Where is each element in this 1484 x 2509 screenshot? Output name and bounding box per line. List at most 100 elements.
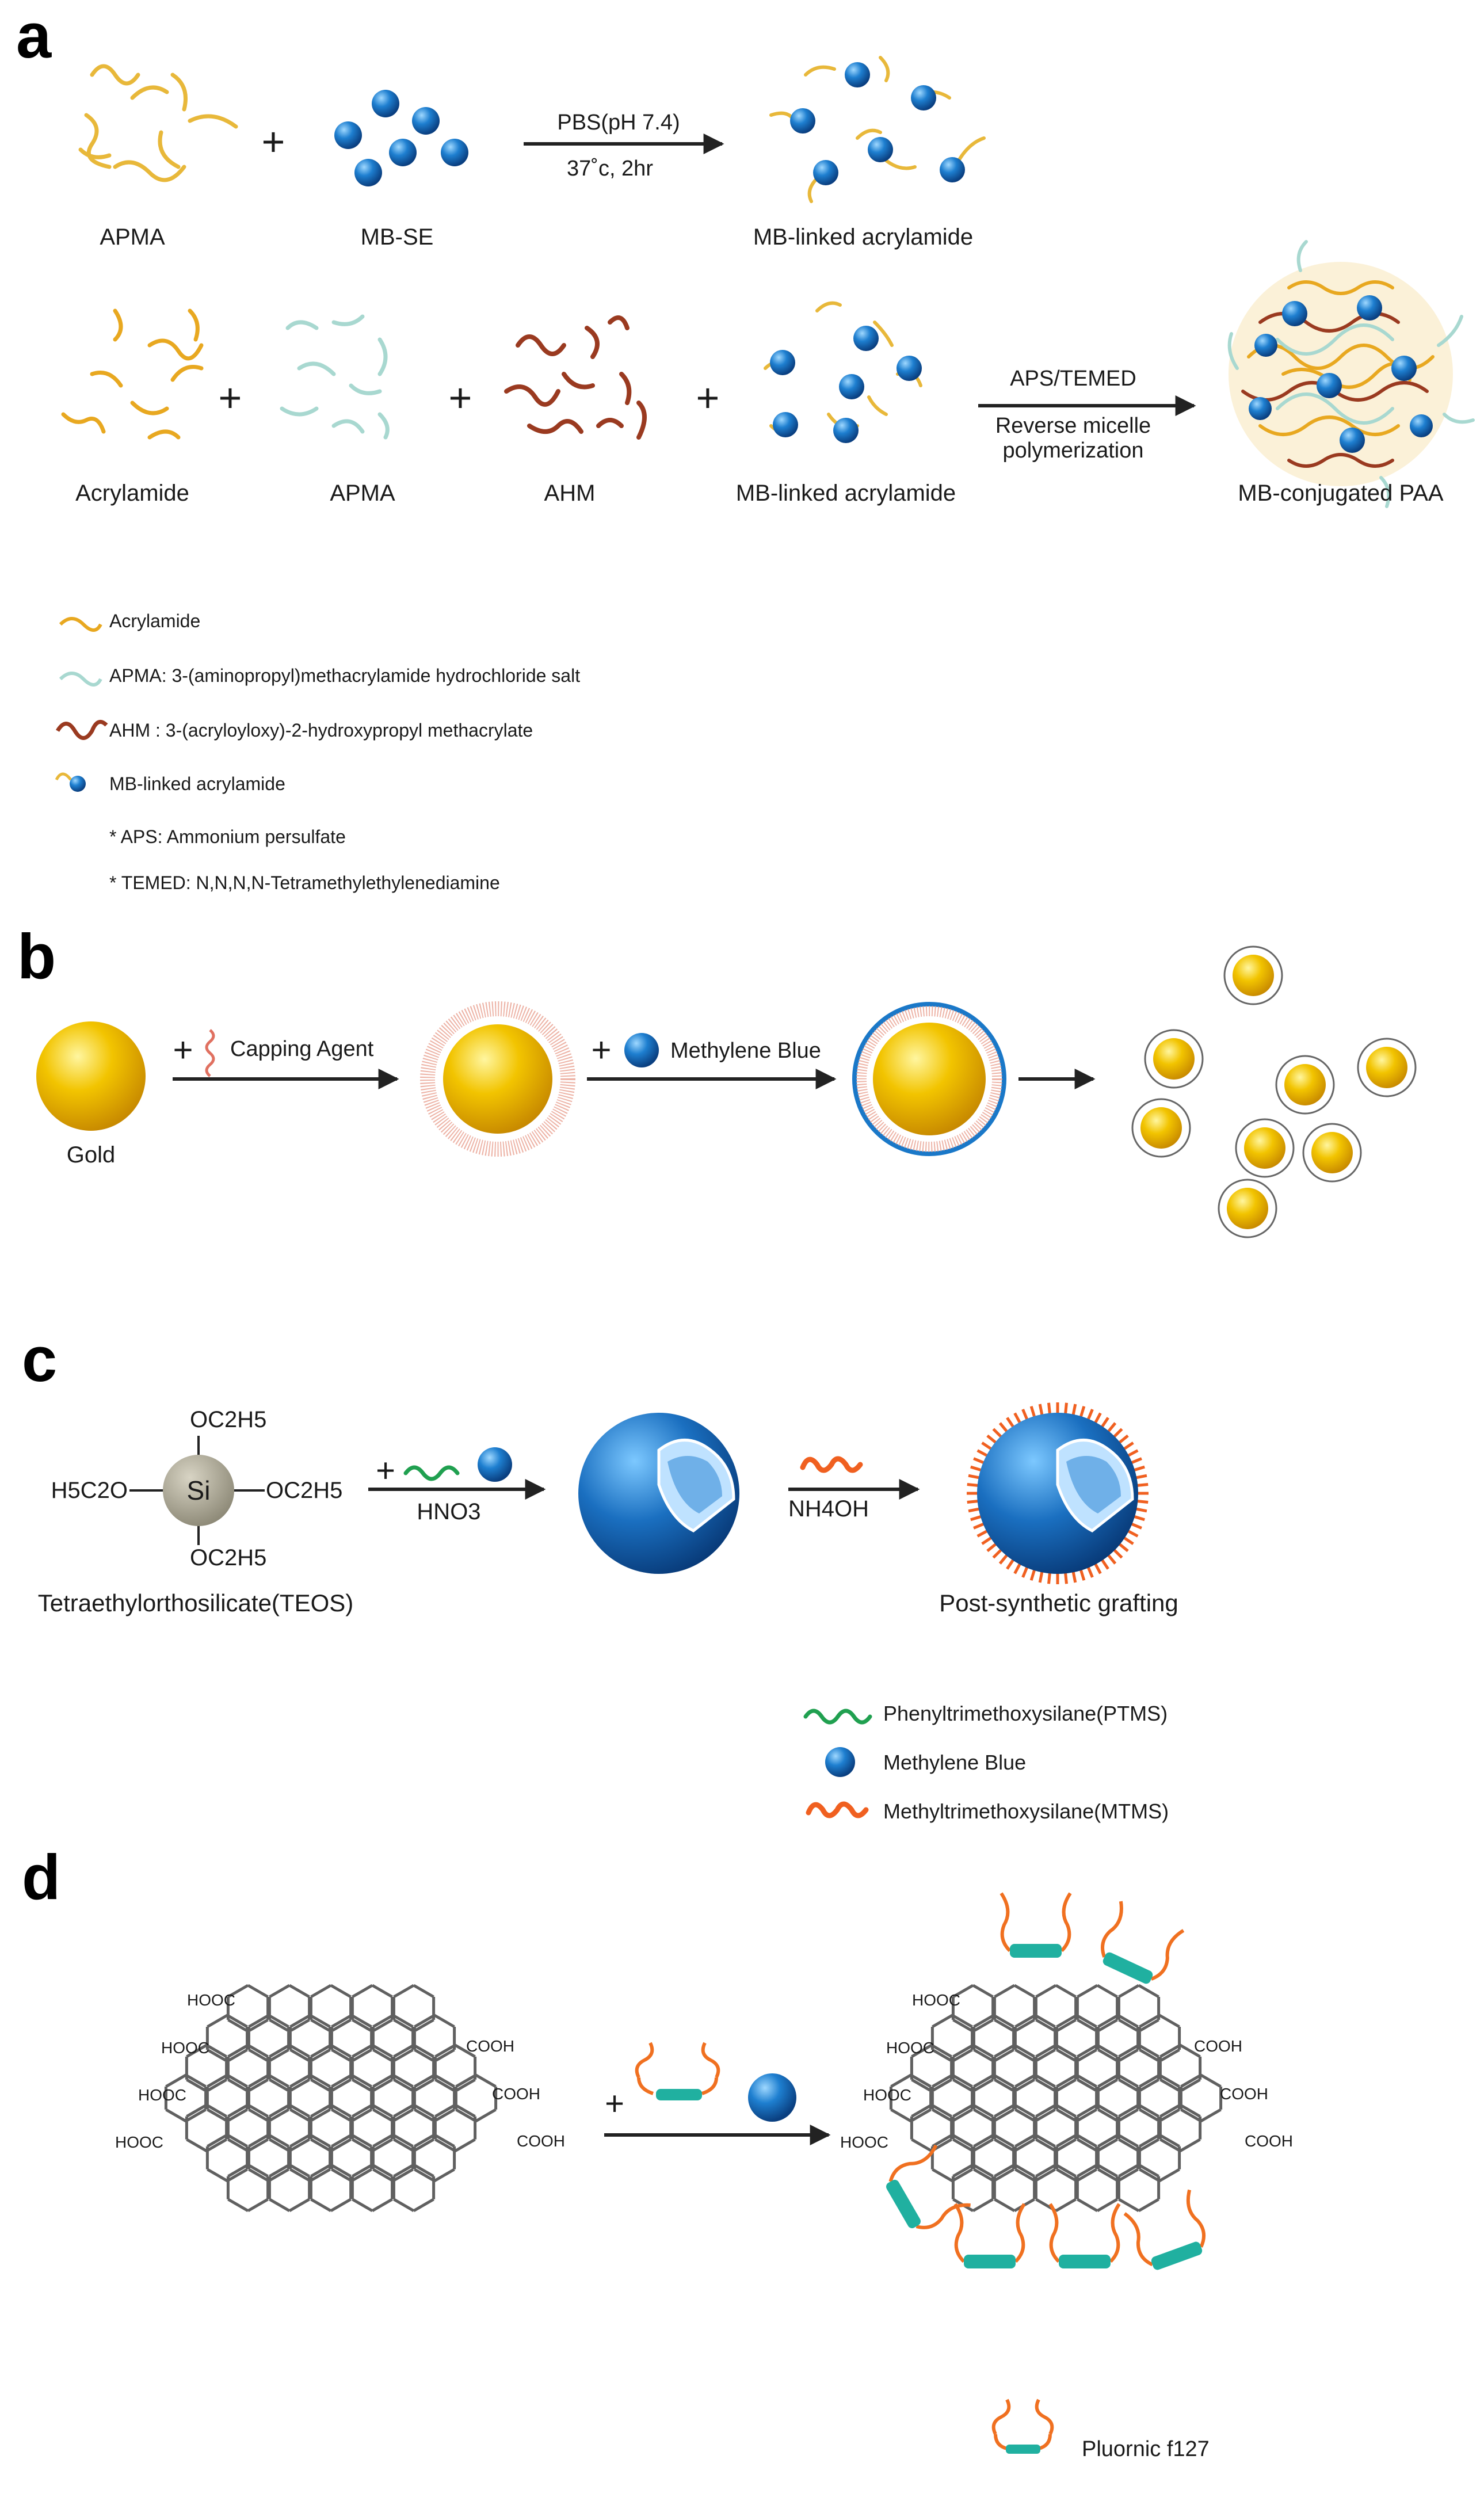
mtms-graft-spike [1093, 1562, 1102, 1574]
mb-reagent: + Methylene Blue [587, 1031, 837, 1089]
capped-gold-icon [420, 1001, 575, 1157]
teos-molecule: Si OC2H5 OC2H5 H5C2O OC2H5 Tetraethylort… [38, 1407, 354, 1616]
hooc-label: HOOC [886, 2039, 934, 2057]
mtms-graft-spike [986, 1434, 997, 1444]
mtms-graft-spike [998, 1422, 1009, 1433]
teos-top-group: OC2H5 [190, 1407, 266, 1432]
mbse-label: MB-SE [361, 224, 434, 250]
methylene-blue-sphere-icon [624, 1033, 659, 1067]
mtms-graft-spike [1136, 1483, 1149, 1487]
mtms-graft-spike [986, 1542, 997, 1553]
plus-sign: + [262, 119, 285, 164]
pluronic-chain-link [637, 2077, 718, 2095]
mtms-graft-spike [967, 1500, 979, 1504]
graphene-oxide-sheet-icon [164, 1984, 498, 2212]
step-d-reagents: + [604, 2042, 831, 2145]
pluronic-chain [1123, 2189, 1206, 2270]
mtms-graft-spike [1123, 1536, 1134, 1545]
mtms-graft-spike [1047, 1402, 1051, 1414]
mtms-graft-spike [1127, 1529, 1139, 1538]
graphene-lattice [164, 1984, 498, 2212]
panel-c-letter: c [22, 1324, 57, 1395]
pluronic-chain [1048, 2203, 1121, 2268]
hooc-label: HOOC [115, 2133, 163, 2151]
reaction-arrow-1: PBS(pH 7.4) 37˚c, 2hr [524, 110, 724, 181]
legend-ptms-text: Phenyltrimethoxysilane(PTMS) [883, 1702, 1168, 1725]
cooh-label: COOH [1194, 2037, 1242, 2055]
mtms-graft-spike [967, 1483, 979, 1487]
reaction-arrow-2: APS/TEMED Reverse micelle polymerization [978, 367, 1196, 463]
legend-mb-linked-text: MB-linked acrylamide [109, 773, 285, 794]
grafted-silica-icon [967, 1402, 1149, 1584]
apma-label-row2: APMA [330, 481, 395, 506]
mtms-graft-spike [1079, 1406, 1086, 1418]
ahm-label: AHM [544, 481, 596, 506]
pluronic-icon [635, 2042, 720, 2079]
mtms-graft-spike [1107, 1422, 1117, 1433]
mbse-spheres-icon [334, 90, 468, 186]
mtms-graft-spike [998, 1554, 1009, 1565]
mtms-graft-spike [1112, 1428, 1123, 1439]
arrow-1-condition-top: PBS(pH 7.4) [557, 110, 680, 135]
mtms-graft-spike [973, 1457, 985, 1465]
mtms-graft-spike [992, 1428, 1003, 1439]
nh4oh-label: NH4OH [788, 1496, 869, 1522]
arrow-1-condition-bottom: 37˚c, 2hr [567, 157, 653, 181]
mtms-graft-spike [1013, 1562, 1022, 1574]
hno3-label: HNO3 [417, 1499, 480, 1524]
functionalized-graphene-labels: HOOC HOOC HOOC HOOC COOH COOH COOH [840, 1991, 1293, 2151]
panel-d-letter: d [22, 1842, 60, 1913]
apma-label: APMA [100, 224, 165, 250]
mtms-graft-spike [1071, 1570, 1077, 1583]
capping-agent-label: Capping Agent [230, 1037, 374, 1061]
mtms-graft-spike [1038, 1404, 1044, 1416]
silicon-atom-icon [163, 1455, 234, 1526]
mb-conjugated-paa-label: MB-conjugated PAA [1238, 481, 1444, 506]
post-synthetic-label: Post-synthetic grafting [939, 1589, 1178, 1616]
ptms-icon [403, 1465, 460, 1481]
legend-acrylamide-text: Acrylamide [109, 611, 200, 631]
hooc-label: HOOC [161, 2039, 209, 2057]
mtms-graft-spike [970, 1465, 982, 1472]
legend-mb-linked-swatch-tail [55, 772, 72, 781]
mtms-graft-spike [1013, 1412, 1022, 1424]
mesoporous-silica-icon [578, 1413, 739, 1574]
mtms-graft-spike [1021, 1566, 1029, 1578]
mb-linked-label-row2: MB-linked acrylamide [736, 481, 956, 506]
pluronic-chain [999, 1892, 1072, 1958]
mtms-graft-spike [1086, 1566, 1094, 1578]
mtms-graft-spike [1064, 1572, 1068, 1584]
step-1-reagents: + HNO3 [368, 1447, 546, 1524]
step-2-reagents: NH4OH [788, 1456, 920, 1522]
si-label: Si [187, 1475, 211, 1505]
hooc-label: HOOC [840, 2133, 888, 2151]
mtms-graft-spike [1021, 1409, 1029, 1421]
plus-sign: + [219, 375, 242, 420]
capping-agent-icon [205, 1029, 215, 1077]
legend-acrylamide-swatch [59, 617, 102, 632]
graphene-lattice [889, 1984, 1223, 2212]
mtms-graft-spike [1123, 1442, 1134, 1451]
functionalized-graphene-icon [886, 1892, 1223, 2270]
cooh-label: COOH [1245, 2132, 1293, 2150]
mtms-graft-spike [1133, 1515, 1145, 1522]
arrow-2-condition-top: APS/TEMED [1010, 367, 1136, 391]
mb-linked-label-row1: MB-linked acrylamide [753, 224, 973, 250]
mtms-graft-spike [1118, 1434, 1129, 1444]
mtms-graft-spike [1006, 1417, 1015, 1428]
hooc-label: HOOC [187, 1991, 235, 2009]
panel-b-letter: b [17, 921, 56, 992]
legend-apma-swatch [59, 672, 102, 687]
mtms-graft-spike [1100, 1417, 1109, 1428]
methylene-blue-sphere-icon [478, 1447, 512, 1482]
panel-b: b Gold + Capping Agent + Methylene Blue [17, 921, 1417, 1238]
mtms-graft-spike [1112, 1548, 1123, 1559]
acrylamide-label: Acrylamide [75, 481, 189, 506]
legend-mb-linked-swatch-sphere [70, 776, 86, 792]
mtms-graft-spike [981, 1536, 993, 1545]
plus-sign: + [605, 2085, 624, 2122]
mtms-graft-spike [1136, 1500, 1149, 1504]
legend-ptms-swatch [803, 1709, 872, 1725]
mtms-graft-spike [968, 1507, 981, 1513]
